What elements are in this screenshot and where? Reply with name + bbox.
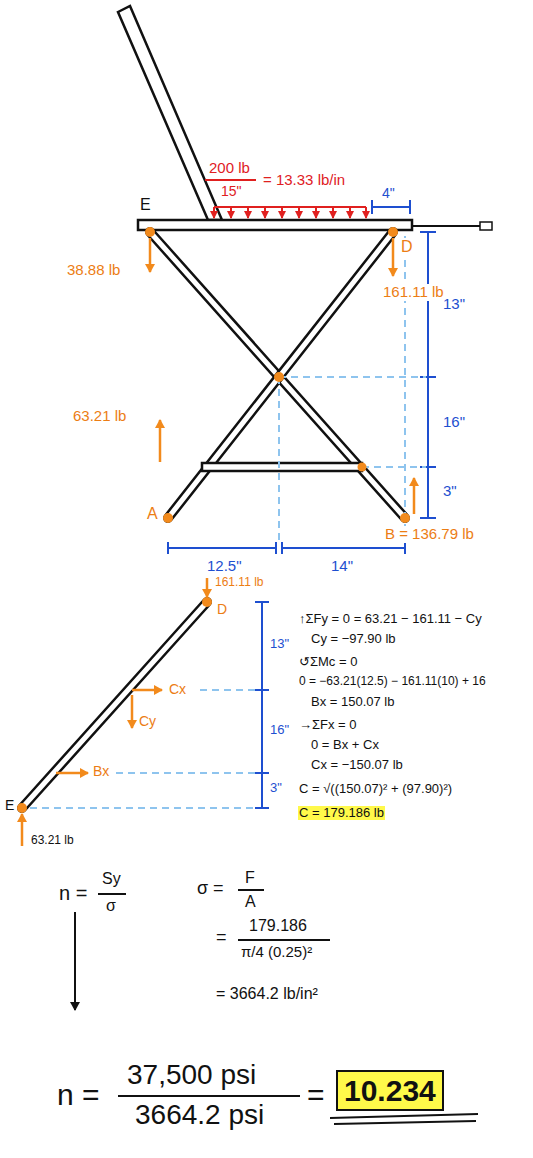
force-label: 63.21 lb bbox=[72, 408, 127, 425]
load-value: 200 lb bbox=[208, 160, 251, 177]
seat-board bbox=[138, 220, 412, 230]
dimension-label: 14" bbox=[330, 558, 354, 575]
force-label: Cx bbox=[168, 682, 187, 697]
equation: σ = bbox=[196, 879, 225, 899]
force-label: Cy bbox=[138, 714, 157, 729]
fraction-bars bbox=[75, 890, 478, 1124]
force-label: 161.11 lb bbox=[382, 284, 445, 301]
dimension-lines bbox=[168, 200, 436, 554]
equation: Sy bbox=[101, 870, 122, 888]
load-intensity: = 13.33 lb/in bbox=[262, 172, 346, 189]
equation: n = bbox=[58, 882, 88, 904]
equation: π/4 (0.25)² bbox=[240, 944, 313, 961]
equation: 0 = Bx + Cx bbox=[310, 738, 380, 752]
dimension-label: 16" bbox=[269, 723, 290, 737]
equation: ↺ΣMc = 0 bbox=[298, 655, 358, 669]
force-label: 38.88 lb bbox=[66, 262, 121, 279]
force-label: 161.11 lb bbox=[214, 576, 265, 589]
equation: Cx = −150.07 lb bbox=[310, 758, 404, 772]
result-highlight: C = 179.186 lb bbox=[298, 806, 385, 820]
equation: ↑ΣFy = 0 = 63.21 − 161.11 − Cy bbox=[298, 612, 483, 626]
force-label: Bx bbox=[92, 764, 110, 779]
force-arrows bbox=[150, 238, 414, 514]
dimension-label: 12.5" bbox=[206, 558, 243, 575]
pin-dots bbox=[145, 227, 410, 523]
backrest bbox=[118, 6, 222, 220]
scissor-legs bbox=[150, 232, 405, 518]
equation: 3664.2 psi bbox=[134, 1100, 265, 1131]
member-dimensions bbox=[255, 602, 269, 808]
equation: = 3664.2 lb/in² bbox=[215, 985, 319, 1003]
dimension-label: 16" bbox=[442, 414, 466, 431]
final-result: 10.234 bbox=[336, 1070, 444, 1111]
equation: 179.186 bbox=[248, 917, 308, 935]
dimension-label: 3" bbox=[442, 483, 458, 500]
equation: 37,500 psi bbox=[126, 1060, 257, 1091]
equation: = bbox=[306, 1078, 326, 1111]
member-de bbox=[22, 602, 207, 808]
equation: = bbox=[215, 928, 228, 948]
member-guides bbox=[30, 690, 258, 808]
equation: Bx = 150.07 lb bbox=[310, 695, 395, 709]
dimension-label: 13" bbox=[269, 637, 290, 651]
force-label: B = 136.79 lb bbox=[384, 526, 475, 543]
dimension-label: 3" bbox=[269, 781, 283, 795]
equation: F bbox=[244, 869, 256, 887]
dimension-label: 4" bbox=[381, 186, 396, 201]
point-label: E bbox=[4, 798, 15, 813]
equation: 0 = −63.21(12.5) − 161.11(10) + 16 bbox=[298, 675, 487, 688]
seat-pin bbox=[412, 222, 492, 230]
equation: →ΣFx = 0 bbox=[298, 718, 358, 732]
point-label: A bbox=[146, 505, 159, 523]
load-length: 15" bbox=[220, 184, 243, 199]
point-label: D bbox=[216, 602, 228, 617]
dashed-guides bbox=[279, 236, 426, 540]
equation: C = √((150.07)² + (97.90)²) bbox=[298, 782, 453, 796]
member-pins bbox=[17, 597, 212, 813]
member-forces bbox=[22, 578, 207, 846]
dimension-label: 13" bbox=[442, 296, 466, 313]
equation: n = bbox=[56, 1078, 101, 1111]
equation: A bbox=[244, 893, 257, 911]
point-label: D bbox=[400, 238, 414, 256]
force-label: 63.21 lb bbox=[30, 834, 75, 847]
equation: Cy = −97.90 lb bbox=[310, 632, 397, 646]
equation: σ bbox=[105, 897, 117, 915]
point-label: E bbox=[139, 196, 152, 214]
